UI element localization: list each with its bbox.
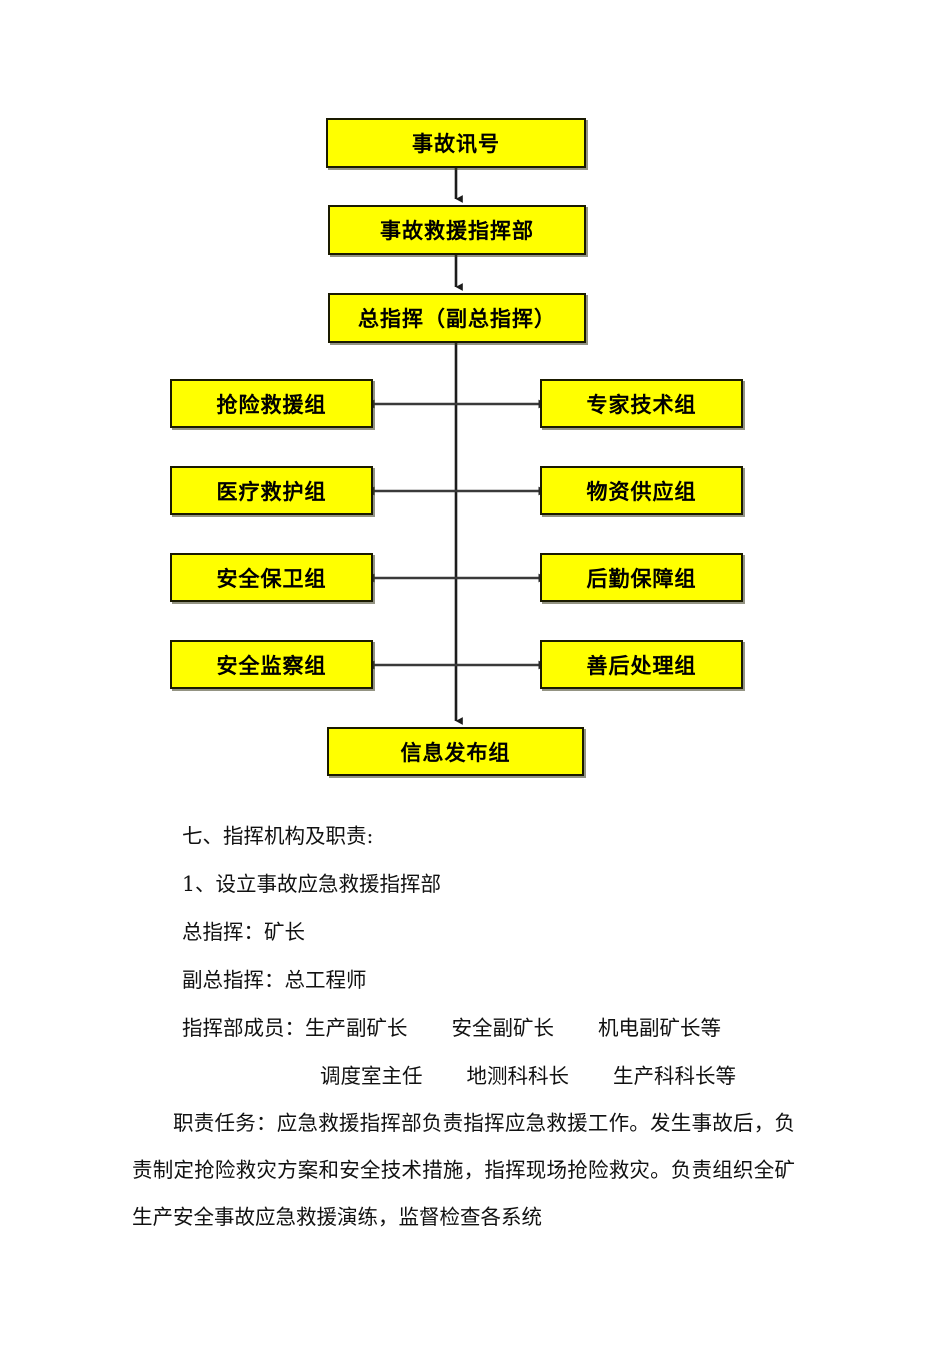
node-accident-signal[interactable]: 事故讯号: [326, 118, 586, 168]
member-1-2: 安全副矿长: [451, 1016, 555, 1040]
node-chief-commander[interactable]: 总指挥（副总指挥）: [328, 293, 586, 343]
node-rescue-command-center[interactable]: 事故救援指挥部: [328, 205, 586, 255]
node-logistics-support-team[interactable]: 后勤保障组: [540, 553, 743, 602]
member-2-3: 生产科科长等: [613, 1064, 736, 1088]
member-2-1: 调度室主任: [320, 1064, 423, 1088]
member-1-1: 生产副矿长: [305, 1016, 408, 1040]
section-heading: 七、指挥机构及职责:: [182, 824, 374, 848]
flowchart-connectors: [364, 168, 549, 725]
node-medical-aid-team[interactable]: 医疗救护组: [170, 466, 373, 515]
node-aftermath-handling-team[interactable]: 善后处理组: [540, 640, 743, 689]
member-2-2: 地测科科长: [466, 1064, 570, 1088]
members-row-2: 调度室主任 地测科科长 生产科科长等: [0, 1052, 950, 1100]
node-material-supply-team[interactable]: 物资供应组: [540, 466, 743, 515]
node-emergency-rescue-team[interactable]: 抢险救援组: [170, 379, 373, 428]
node-expert-technical-team[interactable]: 专家技术组: [540, 379, 743, 428]
members-label: 指挥部成员：: [182, 1016, 305, 1040]
member-1-3: 机电副矿长等: [598, 1016, 721, 1040]
document-body: 七、指挥机构及职责: 1、设立事故应急救援指挥部 总指挥：矿长 副总指挥：总工程…: [0, 812, 950, 1241]
chief-commander-line: 总指挥：矿长: [182, 920, 305, 944]
node-safety-inspection-team[interactable]: 安全监察组: [170, 640, 373, 689]
node-security-guard-team[interactable]: 安全保卫组: [170, 553, 373, 602]
duty-description-paragraph: 职责任务：应急救援指挥部负责指挥应急救援工作。发生事故后，负责制定抢险救灾方案和…: [132, 1111, 795, 1229]
deputy-commander-line: 副总指挥：总工程师: [182, 968, 367, 992]
item-1-setup-command-center: 1、设立事故应急救援指挥部: [182, 872, 442, 896]
members-row-1: 指挥部成员：生产副矿长 安全副矿长 机电副矿长等: [0, 1004, 950, 1052]
org-chart-diagram: 事故讯号 事故救援指挥部 总指挥（副总指挥） 信息发布组 抢险救援组 医疗救护组…: [170, 118, 743, 776]
node-information-release[interactable]: 信息发布组: [327, 727, 584, 776]
